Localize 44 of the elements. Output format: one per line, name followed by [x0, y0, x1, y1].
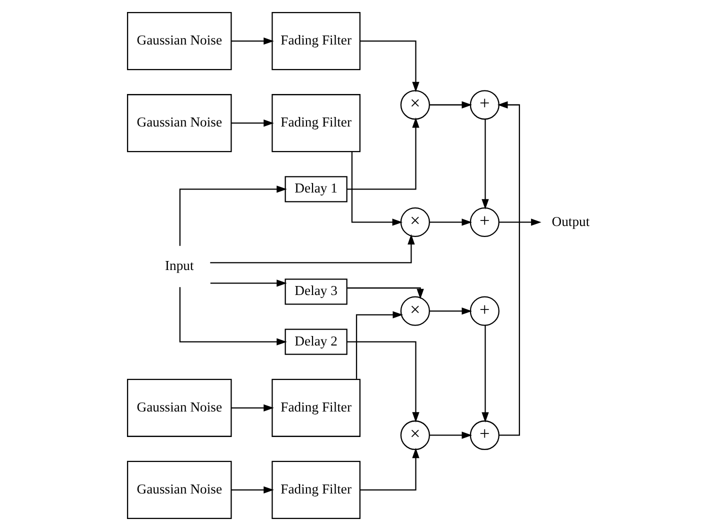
arrow — [429, 307, 472, 315]
arrow — [350, 152, 402, 226]
node-text: Output — [551, 214, 590, 229]
arrow — [230, 38, 274, 45]
node-box: Gaussian Noise — [126, 12, 232, 70]
node-box: Gaussian Noise — [126, 378, 232, 437]
arrow — [230, 486, 274, 494]
node-circle: + — [469, 420, 499, 450]
node-box: Gaussian Noise — [126, 94, 232, 152]
arrow — [230, 404, 274, 412]
arrow — [346, 117, 419, 190]
arrow — [178, 287, 286, 346]
arrow — [496, 101, 520, 436]
node-circle: × — [400, 90, 430, 120]
arrow — [498, 218, 541, 226]
node-box: Delay 3 — [284, 278, 347, 305]
arrow — [355, 311, 403, 379]
node-circle: + — [469, 90, 499, 120]
node-box: Fading Filter — [271, 94, 360, 152]
arrow — [210, 280, 286, 287]
arrow — [346, 341, 419, 422]
arrow — [230, 120, 274, 127]
node-box: Gaussian Noise — [126, 460, 232, 519]
node-circle: × — [400, 296, 430, 326]
arrow — [481, 119, 488, 210]
arrow — [178, 186, 286, 246]
arrow — [429, 218, 472, 226]
node-box: Fading Filter — [271, 460, 360, 519]
node-box: Delay 2 — [284, 328, 347, 355]
node-box: Fading Filter — [271, 12, 360, 70]
node-box: Fading Filter — [271, 378, 360, 437]
arrow — [346, 287, 424, 300]
arrow — [360, 40, 419, 92]
node-circle: + — [469, 207, 499, 238]
arrow — [429, 432, 472, 439]
node-text: Input — [164, 258, 194, 274]
arrow — [481, 325, 488, 422]
node-box: Delay 1 — [284, 176, 347, 202]
node-circle: × — [400, 420, 430, 450]
node-circle: + — [469, 296, 499, 326]
arrow — [210, 234, 414, 264]
arrow — [360, 448, 419, 490]
node-circle: × — [400, 207, 430, 238]
arrow — [429, 101, 472, 108]
